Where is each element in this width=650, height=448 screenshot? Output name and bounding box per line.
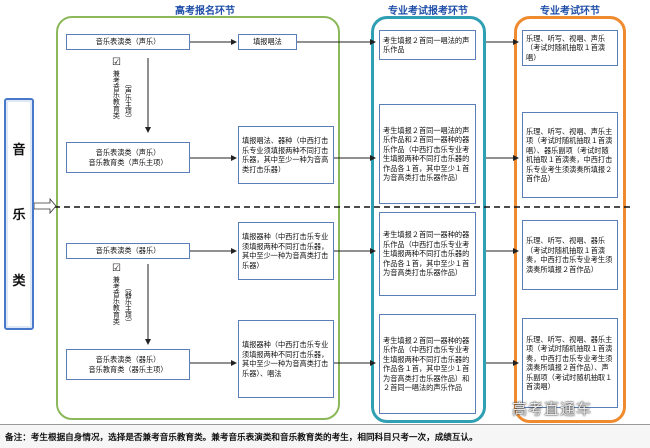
fill-instrument-singing-box: 填报器种（中西打击乐专业须填报两种不同打击乐器，其中至少一种为音高类打击乐器）、… [238, 320, 334, 398]
stage-title-provincial: 专业考试报考环节 [388, 6, 468, 17]
provincial-stage-frame [371, 16, 486, 423]
perf-instr-box: 音乐表演类（器乐） [66, 243, 190, 259]
stage-title-exam: 专业考试环节 [540, 6, 600, 17]
dual-exam-label-lower: 兼考音乐教育类 [112, 276, 121, 325]
perf-vocal-box: 音乐表演类（声乐） [66, 34, 190, 50]
provincial-box-3: 考生填报２首同一器种的器乐作品（中西打击乐专业考生填报两种不同打击乐器的作品各１… [379, 212, 476, 296]
perf-edu-instr-box: 音乐表演类（器乐） 音乐教育类（器乐主项） [66, 349, 190, 380]
music-arrow [33, 197, 57, 215]
registration-stage-frame [56, 16, 340, 420]
footnote: 备注：考生根据自身情况，选择是否兼考音乐教育类。兼考音乐表演类和音乐教育类的考生… [0, 424, 650, 448]
perf-edu-instr-line2: 音乐教育类（器乐主项） [88, 364, 168, 374]
music-char-3: 类 [12, 273, 26, 289]
fill-singing-box: 填报唱法 [238, 34, 297, 50]
perf-edu-vocal-line2: 音乐教育类（声乐主项） [88, 157, 168, 167]
exam-box-1: 乐理、听写、视唱、声乐（考试时随机抽取１首演唱） [522, 30, 618, 66]
checkbox-icon-lower: ☑ [112, 263, 121, 274]
fill-singing-instrument-box: 填报唱法、器种（中西打击乐专业须填报两种不同打击乐器，其中至少一种为音高类打击乐… [238, 126, 334, 184]
dual-exam-label-upper: 兼考音乐教育类 [112, 70, 121, 119]
provincial-box-2: 考生填报２首同一唱法的声乐作品和２首同一器种的器乐作品（中西打击乐专业考生填报两… [379, 104, 476, 204]
perf-edu-instr-line1: 音乐表演类（器乐） [95, 355, 161, 364]
exam-box-3: 乐理、听写、视唱、器乐（考试时随机抽取１首演奏，中西打击乐专业考生须演奏所填报２… [522, 220, 618, 290]
provincial-box-1: 考生填报２首同一唱法的声乐作品 [379, 30, 476, 60]
dual-exam-sub-lower: （器乐主项） [124, 284, 133, 326]
perf-edu-vocal-line1: 音乐表演类（声乐） [95, 148, 161, 157]
provincial-box-4: 考生填报２首同一器种的器乐作品（中西打击乐专业考生填报两种不同打击乐器的作品各１… [379, 314, 476, 414]
watermark-text: 高考直通车 [512, 400, 593, 418]
perf-edu-vocal-box: 音乐表演类（声乐） 音乐教育类（声乐主项） [66, 142, 190, 173]
exam-box-4: 乐理、听写、视唱、器乐主项（考试时随机抽取１首演奏，中西打击乐专业考生须演奏所填… [522, 318, 618, 408]
exam-box-2: 乐理、听写、视唱、声乐主项（考试时随机抽取１首演唱）、器乐副项（考试时随机抽取１… [522, 112, 618, 198]
music-category-box: 音 乐 类 [4, 98, 34, 330]
stage-title-registration: 高考报名环节 [175, 6, 235, 17]
music-char-2: 乐 [12, 208, 26, 224]
exam-stage-frame [514, 16, 626, 423]
checkbox-icon-upper: ☑ [112, 57, 121, 68]
fill-instrument-box: 填报器种（中西打击乐专业须填报两种不同打击乐器，其中至少一种为音高类打击乐器） [238, 222, 334, 280]
dual-exam-sub-upper: （声乐主项） [124, 80, 133, 122]
music-char-1: 音 [12, 143, 26, 159]
